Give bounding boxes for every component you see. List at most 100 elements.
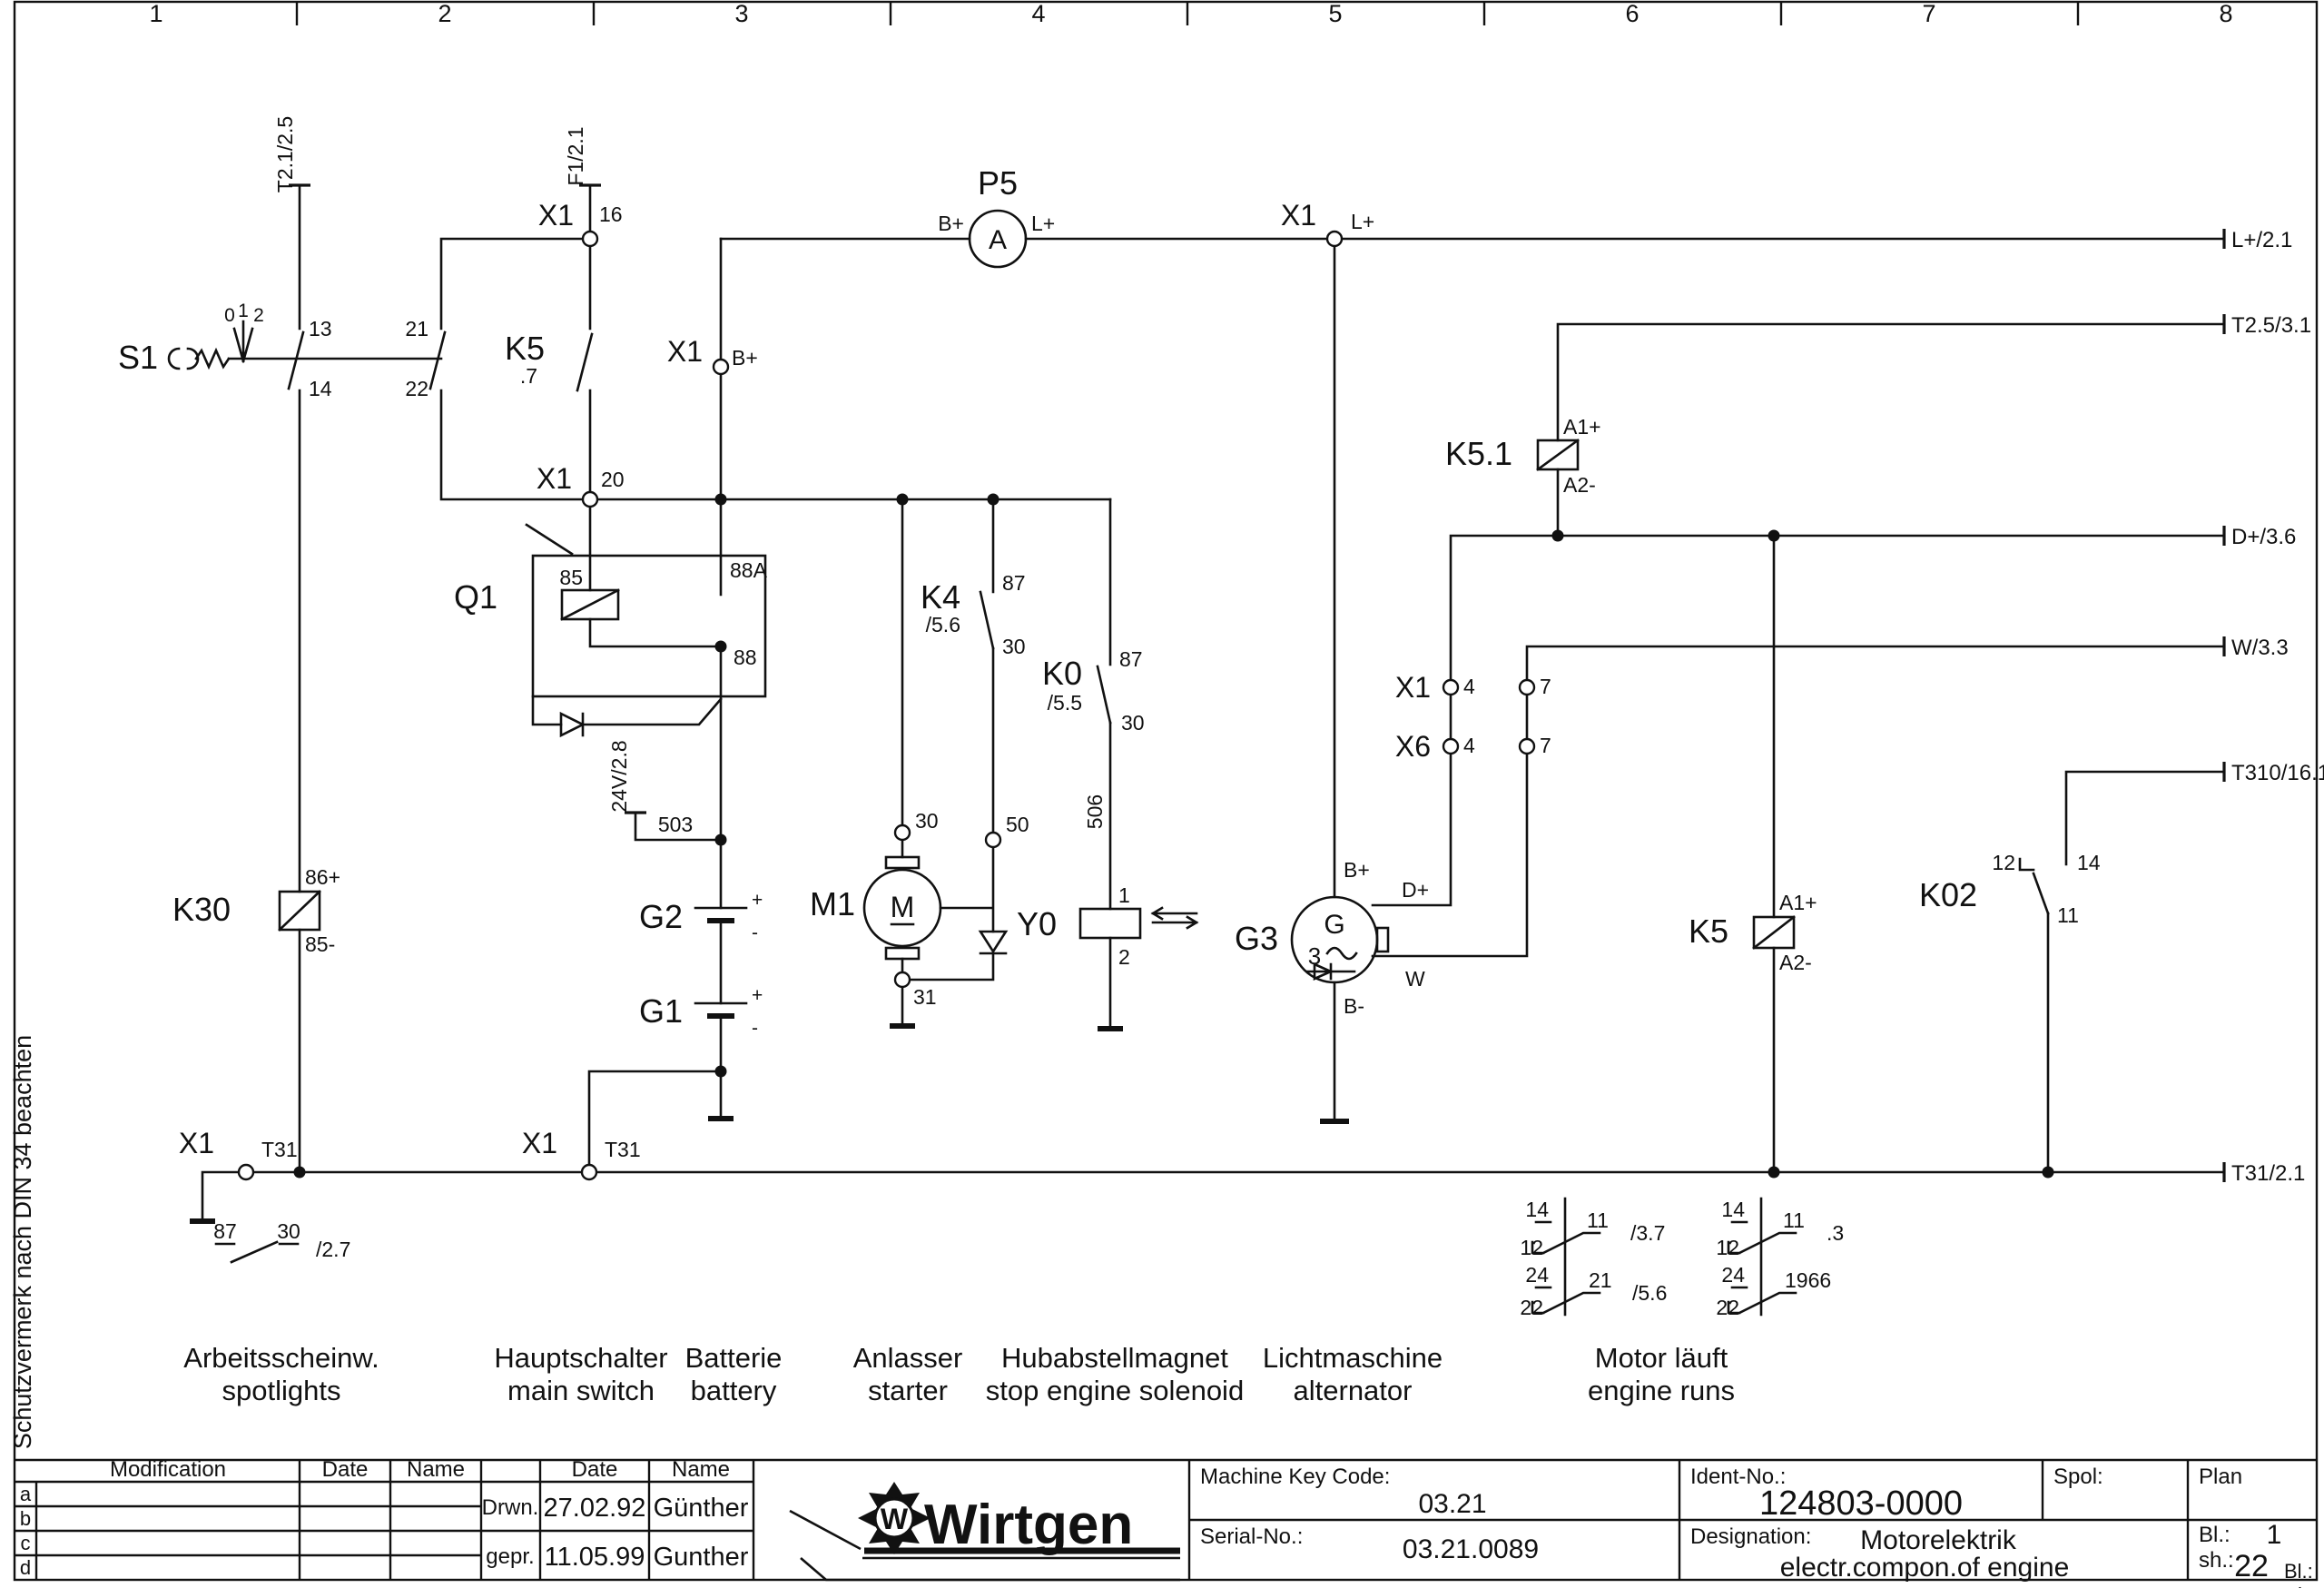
wire-506: 506: [1083, 794, 1107, 829]
y0-motion-arrows: [1150, 906, 1199, 930]
k4-term-30: 30: [1002, 635, 1026, 658]
edge-ref-t25: T2.5/3.1: [2231, 313, 2311, 338]
k5-a1: A1+: [1779, 891, 1817, 914]
k02-term-14: 14: [2077, 851, 2101, 874]
s1-term-14: 14: [309, 377, 332, 400]
k4-label: K4: [921, 578, 960, 616]
refmapL-ref2: /5.6: [1632, 1281, 1667, 1305]
g3-bplus: B+: [1344, 858, 1370, 882]
k5-term-22: 22: [405, 377, 428, 400]
ruler-number-7: 7: [1922, 0, 1935, 27]
minimap-87: 87: [213, 1219, 237, 1243]
g3-terminal-block: [1375, 926, 1390, 953]
wire-ref-t21: T2.1/2.5: [273, 116, 297, 192]
k5-coil-label: K5: [1689, 912, 1728, 950]
edge-ref-dplus: D+/3.6: [2231, 525, 2296, 549]
p5-label: P5: [978, 164, 1018, 202]
k0-term-87: 87: [1119, 647, 1143, 671]
tb-gepr-name: Gunther: [654, 1543, 749, 1572]
q1-label: Q1: [454, 578, 497, 616]
logo-wordmark: Wirtgen: [924, 1494, 1133, 1556]
tb-serial-label: Serial-No.:: [1200, 1524, 1303, 1549]
m1-motor-m: M: [891, 891, 915, 923]
refmapR-ref1: .3: [1827, 1221, 1844, 1245]
caption-en-6: engine runs: [1588, 1375, 1735, 1406]
s1-term-13: 13: [309, 317, 332, 340]
g3-diode: [1305, 962, 1356, 981]
x1-bplus-name: X1: [667, 335, 703, 368]
tb-designation-en: electr.compon.of engine: [1780, 1553, 2070, 1583]
ruler-ticks: [295, 2, 2080, 25]
refmapR-21: 1966: [1785, 1268, 1831, 1292]
p5-ammeter-circle: [968, 209, 1028, 269]
wire-ref-f1: F1/2.1: [564, 126, 587, 185]
k02-label: K02: [1919, 876, 1977, 913]
terminal-m1-30: [893, 824, 911, 842]
ruler-number-6: 6: [1625, 0, 1639, 27]
logo-circle: [873, 1497, 915, 1539]
tb-sh-label: sh.:: [2199, 1548, 2234, 1573]
y0-label: Y0: [1017, 905, 1057, 942]
edge-ref-t310: T310/16.1: [2231, 761, 2324, 785]
junction-dot: [987, 493, 1000, 506]
tb-serial-value: 03.21.0089: [1403, 1534, 1539, 1564]
g2-plus: +: [752, 890, 763, 911]
g3-dplus: D+: [1402, 878, 1429, 902]
q1-coil: [560, 588, 620, 621]
refmap-right: [1727, 1197, 1797, 1317]
caption-de-2: Batterie: [685, 1342, 783, 1374]
p5-bplus: B+: [938, 212, 964, 235]
s1-label: S1: [118, 339, 158, 376]
k4-term-87: 87: [1002, 571, 1026, 595]
tb-date2-header: Date: [572, 1457, 618, 1482]
tb-drwn-date: 27.02.92: [544, 1494, 646, 1523]
m1-brush-top: [884, 855, 921, 870]
minimap-30: 30: [277, 1219, 300, 1243]
junction-dot: [293, 1166, 306, 1179]
tb-modification-header: Modification: [110, 1457, 226, 1482]
m1-term-31: 31: [913, 985, 937, 1009]
y0-solenoid-body: [1078, 907, 1142, 940]
k5-term-21: 21: [405, 317, 428, 340]
junction-dot: [896, 493, 909, 506]
tb-plan-label: Plan: [2199, 1465, 2242, 1489]
ruler-number-5: 5: [1328, 0, 1342, 27]
g1-plus: +: [752, 985, 763, 1006]
x1-t31b-pin: T31: [605, 1138, 641, 1161]
caption-de-5: Lichtmaschine: [1263, 1342, 1443, 1374]
k4-ref: /5.6: [926, 613, 960, 636]
terminal-x1-lplus: [1325, 230, 1344, 248]
k51-a2: A2-: [1563, 473, 1596, 497]
g3-label: G3: [1235, 920, 1278, 957]
k5-contact-label: K5: [505, 330, 545, 367]
k51-a1: A1+: [1563, 415, 1601, 439]
x1-20-pin: 20: [601, 468, 625, 491]
x1-4-name: X1: [1395, 671, 1431, 704]
k51-label: K5.1: [1445, 435, 1512, 472]
y0-term-1: 1: [1118, 883, 1130, 907]
s1-pos-1: 1: [238, 301, 249, 321]
x1-bplus-pin: B+: [732, 346, 758, 370]
tb-row-b: b: [20, 1507, 31, 1530]
caption-en-3: starter: [868, 1375, 948, 1406]
caption-en-0: spotlights: [222, 1375, 341, 1406]
x1-16-pin: 16: [599, 202, 623, 226]
refmapL-22: 22: [1520, 1296, 1543, 1319]
terminal-x1-t31-left: [237, 1163, 255, 1181]
q1-diode: [559, 711, 586, 738]
q1-term-85: 85: [559, 566, 583, 589]
tb-spol-label: Spol:: [2053, 1465, 2103, 1489]
ruler-number-8: 8: [2219, 0, 2232, 27]
refmapL-ref1: /3.7: [1630, 1221, 1665, 1245]
tb-name-header: Name: [407, 1457, 465, 1482]
term-7b: 7: [1540, 734, 1551, 757]
caption-en-1: main switch: [507, 1375, 655, 1406]
x1-lplus-pin: L+: [1351, 210, 1374, 233]
tb-designation-de: Motorelektrik: [1860, 1525, 2017, 1555]
terminal-x1-20: [581, 490, 599, 508]
g3-bminus: B-: [1344, 994, 1364, 1018]
m1-brush-bottom: [884, 946, 921, 961]
